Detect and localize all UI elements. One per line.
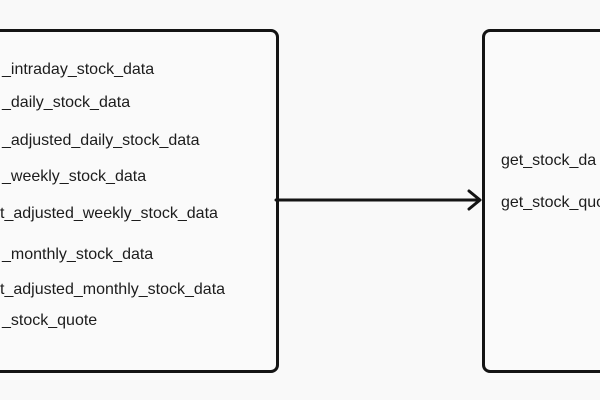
- fn-adjusted-monthly-stock-data: t_adjusted_monthly_stock_data: [0, 281, 226, 298]
- source-functions-box: [0, 29, 279, 373]
- flow-arrow: [274, 189, 482, 211]
- fn-get-stock-quote: get_stock_quo: [501, 194, 600, 211]
- fn-get-stock-data: get_stock_da: [501, 152, 597, 169]
- target-functions-box: [482, 29, 600, 373]
- fn-daily-stock-data: _daily_stock_data: [2, 94, 131, 111]
- fn-adjusted-daily-stock-data: _adjusted_daily_stock_data: [2, 132, 200, 149]
- fn-monthly-stock-data: _monthly_stock_data: [2, 246, 154, 263]
- fn-stock-quote: _stock_quote: [2, 312, 98, 329]
- fn-intraday-stock-data: _intraday_stock_data: [2, 61, 155, 78]
- fn-adjusted-weekly-stock-data: t_adjusted_weekly_stock_data: [0, 205, 218, 222]
- flow-arrow-head: [467, 189, 482, 211]
- fn-weekly-stock-data: _weekly_stock_data: [2, 168, 147, 185]
